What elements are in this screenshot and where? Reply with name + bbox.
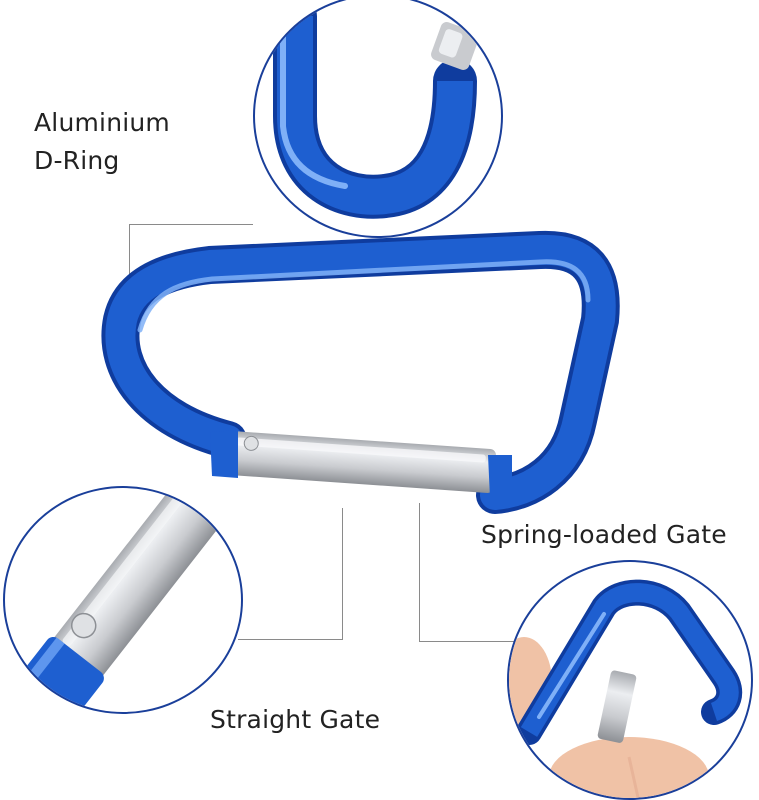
d-ring-closeup-circle	[253, 0, 503, 238]
d-ring-label-line2: D-Ring	[34, 146, 120, 175]
d-ring-connector-vertical	[129, 224, 130, 300]
straight-gate-connector-vertical	[342, 508, 343, 640]
straight-gate-closeup-circle	[3, 486, 243, 714]
spring-gate-connector-horizontal	[419, 641, 527, 642]
straight-gate-label: Straight Gate	[210, 705, 381, 734]
d-ring-bend-icon	[273, 0, 479, 219]
d-ring-connector-horizontal	[129, 224, 253, 225]
d-ring-label: Aluminium D-Ring	[34, 104, 170, 180]
straight-gate-connector-horizontal	[238, 639, 343, 640]
straight-gate-detail-icon	[5, 488, 231, 712]
spring-gate-connector-vertical	[419, 503, 420, 642]
spring-gate-label: Spring-loaded Gate	[481, 520, 727, 549]
d-ring-label-line1: Aluminium	[34, 108, 170, 137]
spring-gate-open-icon	[509, 579, 743, 798]
spring-gate-closeup-circle	[507, 560, 753, 800]
